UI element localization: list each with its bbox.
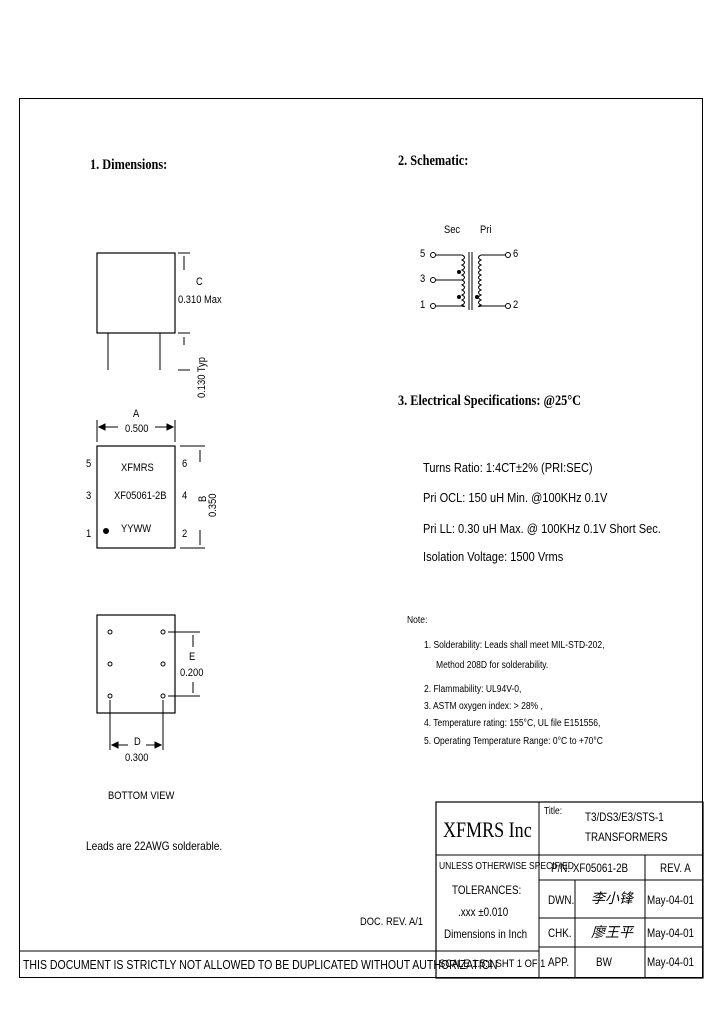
dwn-signature: 李小锋 (591, 890, 633, 906)
title-label: Title: (544, 806, 563, 817)
tolerances-label: TOLERANCES: (452, 883, 522, 897)
note-item: 4. Temperature rating: 155°C, UL file E1… (424, 718, 601, 729)
note-item: 2. Flammability: UL94V-0, (424, 684, 522, 695)
scale-sheet: SCALE 1.5:1 SHT 1 OF 1 (439, 958, 546, 970)
marking-line2: XF05061-2B (114, 490, 167, 502)
pin-label-5: 5 (86, 458, 92, 470)
revision: REV. A (660, 861, 691, 875)
dim-c-value: 0.310 Max (178, 294, 222, 306)
note-item: 5. Operating Temperature Range: 0°C to +… (424, 736, 603, 747)
chk-date: May-04-01 (647, 926, 695, 940)
dim-a-value: 0.500 (125, 423, 149, 435)
schematic-sec-label: Sec (444, 224, 461, 236)
top-view-body (96, 445, 176, 549)
pin-label-3: 3 (86, 490, 92, 502)
dim-d-value: 0.300 (125, 752, 149, 764)
dim-c-label: C (196, 276, 203, 288)
dim-e-value: 0.200 (180, 667, 204, 679)
notes-title: Note: (407, 615, 428, 626)
tolerance-value: .xxx ±0.010 (458, 905, 509, 919)
schematic-title: 2. Schematic: (398, 153, 469, 169)
pin-label-4: 4 (182, 490, 188, 502)
title-line2: TRANSFORMERS (585, 830, 668, 844)
spec-turns-ratio: Turns Ratio: 1:4CT±2% (PRI:SEC) (423, 460, 593, 475)
schematic-pin-6: 6 (513, 248, 519, 260)
bottom-view-caption: BOTTOM VIEW (108, 790, 175, 802)
dim-e-label: E (189, 651, 196, 663)
dimensions-title: 1. Dimensions: (90, 157, 168, 173)
leads-note: Leads are 22AWG solderable. (86, 839, 223, 853)
unless-specified: UNLESS OTHERWISE SPECIFIED (439, 861, 574, 872)
app-date: May-04-01 (647, 955, 695, 969)
app-label: APP. (548, 955, 570, 969)
app-signature: BW (596, 955, 612, 969)
company-name: XFMRS Inc (443, 817, 532, 842)
schematic-pin-2: 2 (513, 299, 519, 311)
title-line1: T3/DS3/E3/STS-1 (585, 810, 664, 824)
dim-d-label: D (134, 736, 141, 748)
part-number: P/N: XF05061-2B (551, 861, 629, 875)
dwn-label: DWN. (548, 893, 575, 907)
drawing-frame (19, 98, 703, 978)
spec-pri-ll: Pri LL: 0.30 uH Max. @ 100KHz 0.1V Short… (423, 521, 661, 536)
dwn-date: May-04-01 (647, 893, 695, 907)
marking-line3: YYWW (121, 523, 152, 535)
dim-b-value: 0.350 (207, 493, 219, 517)
footer-disclaimer: THIS DOCUMENT IS STRICTLY NOT ALLOWED TO… (23, 957, 498, 972)
schematic-pin-3: 3 (420, 273, 426, 285)
note-item: 1. Solderability: Leads shall meet MIL-S… (424, 640, 605, 651)
lead-length-value: 0.130 Typ (196, 357, 208, 398)
side-view-body (96, 252, 176, 334)
schematic-pin-5: 5 (420, 248, 426, 260)
pin-label-2: 2 (182, 528, 188, 540)
pin-label-1: 1 (86, 528, 92, 540)
chk-signature: 廖王平 (591, 924, 633, 940)
spec-pri-ocl: Pri OCL: 150 uH Min. @100KHz 0.1V (423, 490, 608, 505)
chk-label: CHK. (548, 926, 572, 940)
schematic-pin-1: 1 (420, 299, 426, 311)
dim-a-label: A (133, 408, 140, 420)
note-item: 3. ASTM oxygen index: > 28% , (424, 701, 543, 712)
bottom-view-body (96, 614, 176, 714)
pin-label-6: 6 (182, 458, 188, 470)
marking-line1: XFMRS (121, 462, 154, 474)
doc-revision: DOC. REV. A/1 (360, 916, 424, 928)
dimensions-unit: Dimensions in Inch (444, 927, 528, 941)
spec-isolation: Isolation Voltage: 1500 Vrms (423, 549, 564, 564)
schematic-pri-label: Pri (480, 224, 492, 236)
note-item: Method 208D for solderability. (436, 660, 549, 671)
electrical-title: 3. Electrical Specifications: @25°C (398, 393, 582, 409)
